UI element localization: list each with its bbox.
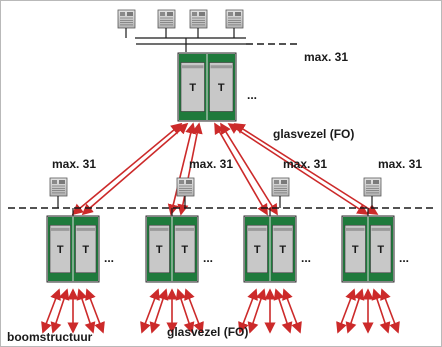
module-slot: T [172, 217, 197, 281]
tree-arrow [247, 288, 267, 334]
tree-arrow [282, 288, 302, 334]
module-slot: T [270, 217, 295, 281]
module-letter: T [377, 244, 384, 256]
branch-max-label: max. 31 [283, 157, 327, 171]
top-device-row [117, 9, 298, 52]
fiber-label-bottom: glasvezel (FO) [167, 325, 248, 339]
tree-arrow [149, 288, 169, 334]
tree-arrow [380, 288, 400, 334]
branch-device [271, 177, 290, 197]
fiber-connection-arrows [71, 122, 379, 216]
module-letter: T [181, 244, 188, 256]
top-device [189, 9, 208, 29]
tree-arrow [50, 288, 70, 334]
module-slot: T [73, 217, 98, 281]
fiber-arrow [233, 123, 379, 215]
fiber-label-top: glasvezel (FO) [273, 127, 354, 141]
branch-device [176, 177, 195, 197]
fiber-arrow [177, 122, 203, 216]
module-slot: T [368, 217, 393, 281]
tree-structure-label: boomstructuur [7, 330, 93, 344]
module-slot: T [343, 217, 368, 281]
top-device [117, 9, 136, 29]
top-device [225, 9, 244, 29]
module-letter: T [352, 244, 359, 256]
tree-arrow [345, 288, 365, 334]
branch-more-modules-ellipsis: ... [203, 251, 213, 265]
module-slot: T [207, 54, 235, 120]
top-max-label: max. 31 [304, 50, 348, 64]
module-letter: T [82, 244, 89, 256]
branch-more-modules-ellipsis: ... [104, 251, 114, 265]
branch-more-modules-ellipsis: ... [399, 251, 409, 265]
branch-device [49, 177, 68, 197]
module-letter: T [156, 244, 163, 256]
branch-max-label: max. 31 [52, 157, 96, 171]
branch-max-label: max. 31 [189, 157, 233, 171]
top-more-modules-ellipsis: ... [247, 88, 257, 102]
branch-more-modules-ellipsis: ... [301, 251, 311, 265]
module-letter: T [254, 244, 261, 256]
tree-arrow [85, 288, 105, 334]
module-letter: T [218, 82, 225, 94]
module-slot: T [48, 217, 73, 281]
module-letter: T [189, 82, 196, 94]
module-letter: T [57, 244, 64, 256]
top-device [157, 9, 176, 29]
branch-max-label: max. 31 [378, 157, 422, 171]
module-slot: T [179, 54, 207, 120]
module-letter: T [279, 244, 286, 256]
tree-structure-arrows [41, 288, 400, 334]
tree-arrow [184, 288, 204, 334]
branch-device [363, 177, 382, 197]
module-slot: T [147, 217, 172, 281]
module-slot: T [245, 217, 270, 281]
